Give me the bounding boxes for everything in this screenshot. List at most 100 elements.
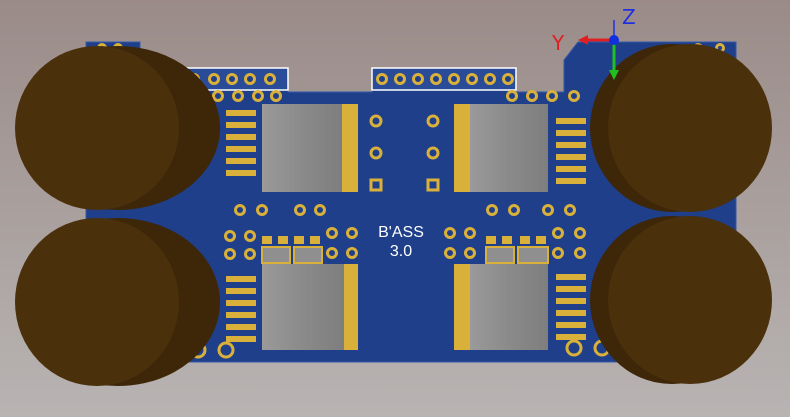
via-pad [294, 204, 306, 216]
z-axis-label: Z [622, 5, 636, 29]
passive-pad [520, 236, 530, 244]
via-pad [552, 247, 564, 259]
ic-pad [556, 274, 586, 280]
via-pad [256, 204, 268, 216]
inductor-top-right [454, 104, 548, 192]
capacitor-bottom-right [590, 216, 772, 384]
y-axis-arrowhead [609, 70, 619, 80]
capacitor-top-right [590, 44, 772, 212]
capacitor-top-left [15, 46, 220, 210]
ic-pad [556, 142, 586, 148]
via-pad [346, 227, 358, 239]
header-pin [466, 73, 478, 85]
ic-pad [226, 324, 256, 330]
ic-pad [226, 110, 256, 116]
ic-pad [556, 310, 586, 316]
via-pad [224, 248, 236, 260]
via-pad [314, 204, 326, 216]
ic-pad [226, 276, 256, 282]
header-pin [244, 73, 256, 85]
via-pad [526, 90, 538, 102]
ic-pad [556, 118, 586, 124]
axis-triad: Y Z [551, 5, 636, 80]
axis-origin [609, 35, 619, 45]
via-pad [568, 90, 580, 102]
inductor-top-left [262, 104, 358, 192]
passive-pad [310, 236, 320, 244]
x-axis-arrowhead [578, 35, 588, 45]
header-pin [264, 73, 276, 85]
ic-pad [556, 298, 586, 304]
via-pad [574, 227, 586, 239]
ic-pad [226, 336, 256, 342]
header-pin [226, 73, 238, 85]
passive-pad [278, 236, 288, 244]
via-pad [234, 204, 246, 216]
via-pad [369, 146, 383, 160]
via-pad [464, 247, 476, 259]
header-pin [448, 73, 460, 85]
passive-pad [262, 236, 272, 244]
via-pad [564, 204, 576, 216]
ic-pad [556, 322, 586, 328]
via-pad [369, 178, 383, 192]
via-pad [486, 204, 498, 216]
via-pad [326, 247, 338, 259]
ic-pad [556, 154, 586, 160]
smd-resistor-right [485, 246, 549, 264]
header-pin [394, 73, 406, 85]
ic-pad [556, 166, 586, 172]
header-pin [412, 73, 424, 85]
via-pad [252, 90, 264, 102]
via-pad [444, 227, 456, 239]
ic-pad [226, 134, 256, 140]
via-pad [212, 90, 224, 102]
via-pad [217, 341, 235, 359]
ic-pad [226, 146, 256, 152]
header-pin [502, 73, 514, 85]
silkscreen-board-name: B'ASS [378, 224, 424, 241]
silkscreen-board-version: 3.0 [390, 243, 412, 260]
ic-pad [556, 286, 586, 292]
passive-pad [536, 236, 546, 244]
passive-pad [502, 236, 512, 244]
header-connector-center [371, 67, 517, 91]
via-pad [426, 178, 440, 192]
ic-pad [556, 178, 586, 184]
ic-pad [226, 170, 256, 176]
header-pin [376, 73, 388, 85]
via-pad [542, 204, 554, 216]
ic-pad [556, 334, 586, 340]
header-pin [430, 73, 442, 85]
via-pad [546, 90, 558, 102]
via-pad [369, 114, 383, 128]
inductor-bottom-right [454, 264, 548, 350]
via-pad [426, 114, 440, 128]
ic-pad [226, 300, 256, 306]
ic-pad [226, 288, 256, 294]
via-pad [426, 146, 440, 160]
ic-pad [226, 122, 256, 128]
via-pad [244, 230, 256, 242]
passive-pad [486, 236, 496, 244]
ic-pad [556, 130, 586, 136]
via-pad [552, 227, 564, 239]
via-pad [444, 247, 456, 259]
inductor-bottom-left [262, 264, 358, 350]
smd-pads [226, 110, 586, 342]
via-pad [574, 247, 586, 259]
capacitor-bottom-left [15, 218, 220, 386]
header-pin [484, 73, 496, 85]
passive-pad [294, 236, 304, 244]
via-pad [508, 204, 520, 216]
via-pad [232, 90, 244, 102]
ic-pad [226, 158, 256, 164]
via-pad [224, 230, 236, 242]
via-pad [346, 247, 358, 259]
header-pin [208, 73, 220, 85]
x-axis-label: Y [551, 31, 565, 55]
via-pad [326, 227, 338, 239]
via-pad [244, 248, 256, 260]
